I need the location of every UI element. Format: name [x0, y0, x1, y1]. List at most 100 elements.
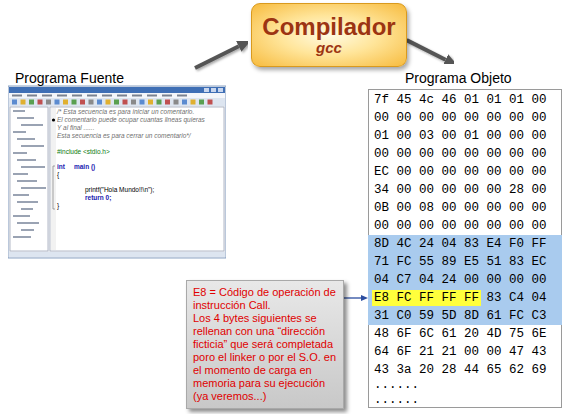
menu-item — [177, 95, 187, 97]
tree-item — [13, 236, 31, 238]
window-part — [10, 107, 48, 251]
note-text: Los 4 bytes siguientes se rellenan con u… — [193, 312, 337, 403]
menu-item — [102, 95, 112, 97]
menu-item — [132, 95, 142, 97]
highlighted-bytes-band: 8D 4C 24 04 83 E4 F0 FF 71 FC 55 89 E5 51… — [368, 235, 562, 325]
breakpoint-dot — [52, 118, 55, 121]
hex-row: 00 00 00 00 00 00 00 00 — [374, 218, 547, 234]
fold-bracket — [53, 166, 55, 209]
window-part — [204, 88, 209, 92]
source-code-line: Esta secuencia es para cerrar un comenta… — [57, 132, 191, 140]
hex-row: ...... — [374, 392, 419, 408]
hex-row: 00 00 00 00 00 00 00 00 — [374, 110, 547, 126]
hex-row: 8D 4C 24 04 83 E4 F0 FF — [374, 236, 547, 252]
menu-item — [162, 95, 172, 97]
hex-row: 34 00 00 00 00 00 28 00 — [374, 182, 547, 198]
toolbar-icon — [131, 100, 136, 105]
toolbar-icon — [80, 100, 85, 105]
source-code-line: El comentario puede ocupar cuantas linea… — [57, 116, 205, 124]
hex-row: 31 C0 59 5D 8D 61 FC C3 — [374, 308, 547, 324]
toolbar-icon — [157, 100, 162, 105]
tree-item — [17, 117, 34, 119]
tree-item — [21, 229, 34, 231]
source-program-panel: Programa Fuente /* Esta secuencia es para… — [8, 68, 226, 260]
compile-arrow — [195, 46, 239, 68]
panel-heading: Programa Objeto — [405, 70, 512, 86]
source-code-line: Y al final ...... — [57, 124, 94, 132]
tree-item — [17, 222, 39, 224]
menu-item — [87, 95, 97, 97]
source-code-line: printf("Hola Mundo!!\n"); — [85, 186, 154, 194]
tree-item — [17, 180, 37, 182]
window-part — [211, 88, 216, 92]
window-part — [50, 107, 224, 251]
tree-item — [21, 187, 46, 189]
hex-row: EC 00 00 00 00 00 00 00 — [374, 164, 547, 180]
toolbar-icon — [55, 100, 60, 105]
tree-item — [21, 145, 44, 147]
hex-row: 48 6F 6C 61 20 4D 75 6E — [374, 326, 547, 342]
source-code-line: } — [57, 202, 59, 210]
window-part — [9, 252, 225, 257]
hex-row: ...... — [374, 377, 419, 393]
toolbar-icon — [114, 100, 119, 105]
tree-item — [13, 152, 27, 154]
tree-item — [17, 201, 38, 203]
tree-item — [13, 110, 25, 112]
ide-screenshot — [8, 68, 226, 260]
window-part — [9, 98, 225, 106]
window-part — [51, 108, 56, 250]
hex-row: 0B 00 08 00 00 00 00 00 — [374, 200, 547, 216]
compile-arrow — [407, 40, 446, 60]
toolbar-icon — [29, 100, 34, 105]
toolbar-icon — [140, 100, 145, 105]
toolbar-icon — [21, 100, 26, 105]
hex-row: 7f 45 4c 46 01 01 01 00 — [374, 92, 547, 108]
hex-row: 01 00 03 00 01 00 00 00 — [374, 128, 547, 144]
object-program-panel: Programa Objeto 7f 45 4c 46 01 01 01 00 00… — [366, 66, 563, 410]
source-code-line: #include <stdio.h> — [57, 148, 110, 156]
compiler-name: Compilador — [262, 14, 395, 40]
menu-item — [42, 95, 52, 97]
toolbar-icon — [123, 100, 128, 105]
toolbar-icon — [106, 100, 111, 105]
toolbar-icon — [97, 100, 102, 105]
menu-item — [12, 95, 22, 97]
toolbar-icon — [208, 100, 213, 105]
compiler-subtitle: gcc — [316, 40, 342, 57]
source-code-line: /* Esta secuencia es para iniciar un com… — [57, 108, 194, 116]
hex-row: 04 C7 04 24 00 00 00 00 — [374, 272, 547, 288]
toolbar-icon — [89, 100, 94, 105]
toolbar-icon — [199, 100, 204, 105]
tree-item — [21, 166, 45, 168]
window-part — [9, 87, 225, 93]
source-code-line: return 0; — [85, 194, 111, 202]
toolbar-icon — [12, 100, 17, 105]
toolbar-icon — [174, 100, 179, 105]
hex-row: 43 3a 20 28 44 65 62 69 — [374, 362, 547, 378]
menu-item — [72, 95, 82, 97]
source-code-line: int main () — [57, 163, 95, 171]
hex-row: 00 00 00 00 00 00 00 00 — [374, 146, 547, 162]
leader-arrow — [344, 297, 361, 298]
note-text: E8 = Código de operación de instrucción … — [193, 286, 337, 312]
menu-item — [147, 95, 157, 97]
hex-row: 71 FC 55 89 E5 51 83 EC — [374, 254, 547, 270]
tree-item — [17, 159, 36, 161]
hex-row: E8 FC FF FF FF 83 C4 04 — [374, 290, 547, 306]
panel-heading: Programa Fuente — [15, 70, 124, 86]
toolbar-icon — [182, 100, 187, 105]
menu-item — [117, 95, 127, 97]
window-part — [218, 88, 223, 92]
toolbar-icon — [191, 100, 196, 105]
menu-item — [57, 95, 67, 97]
compiler-box: Compiladorgcc — [251, 3, 406, 67]
tree-item — [13, 173, 28, 175]
window-part — [9, 93, 225, 98]
window-part — [8, 86, 226, 258]
callout-note: E8 = Código de operación de instrucción … — [186, 280, 344, 409]
toolbar-icon — [46, 100, 51, 105]
toolbar-icon — [72, 100, 77, 105]
